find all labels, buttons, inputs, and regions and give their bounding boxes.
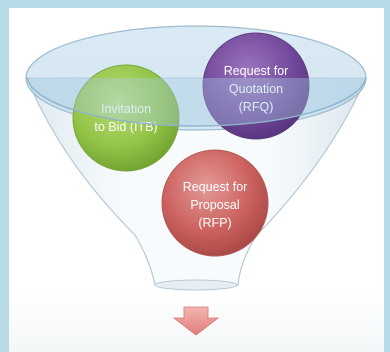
circle-itb-label-line-1: Invitation — [101, 102, 151, 116]
circle-rfq: Request for Quotation (RFQ) — [202, 32, 310, 140]
circle-rfq-label-line-3: (RFQ) — [239, 100, 274, 114]
circle-rfp-label-line-1: Request for — [183, 180, 248, 194]
circle-rfq-label-line-2: Quotation — [229, 82, 283, 96]
funnel-rim-front — [26, 77, 367, 127]
funnel-spout — [154, 279, 238, 291]
circle-rfp-label-line-2: Proposal — [190, 198, 239, 212]
circle-rfp-label-line-3: (RFP) — [198, 216, 231, 230]
circle-rfp: Request for Proposal (RFP) — [161, 149, 269, 257]
circle-rfq-label-line-1: Request for — [224, 64, 289, 78]
down-arrow-icon — [172, 306, 220, 336]
